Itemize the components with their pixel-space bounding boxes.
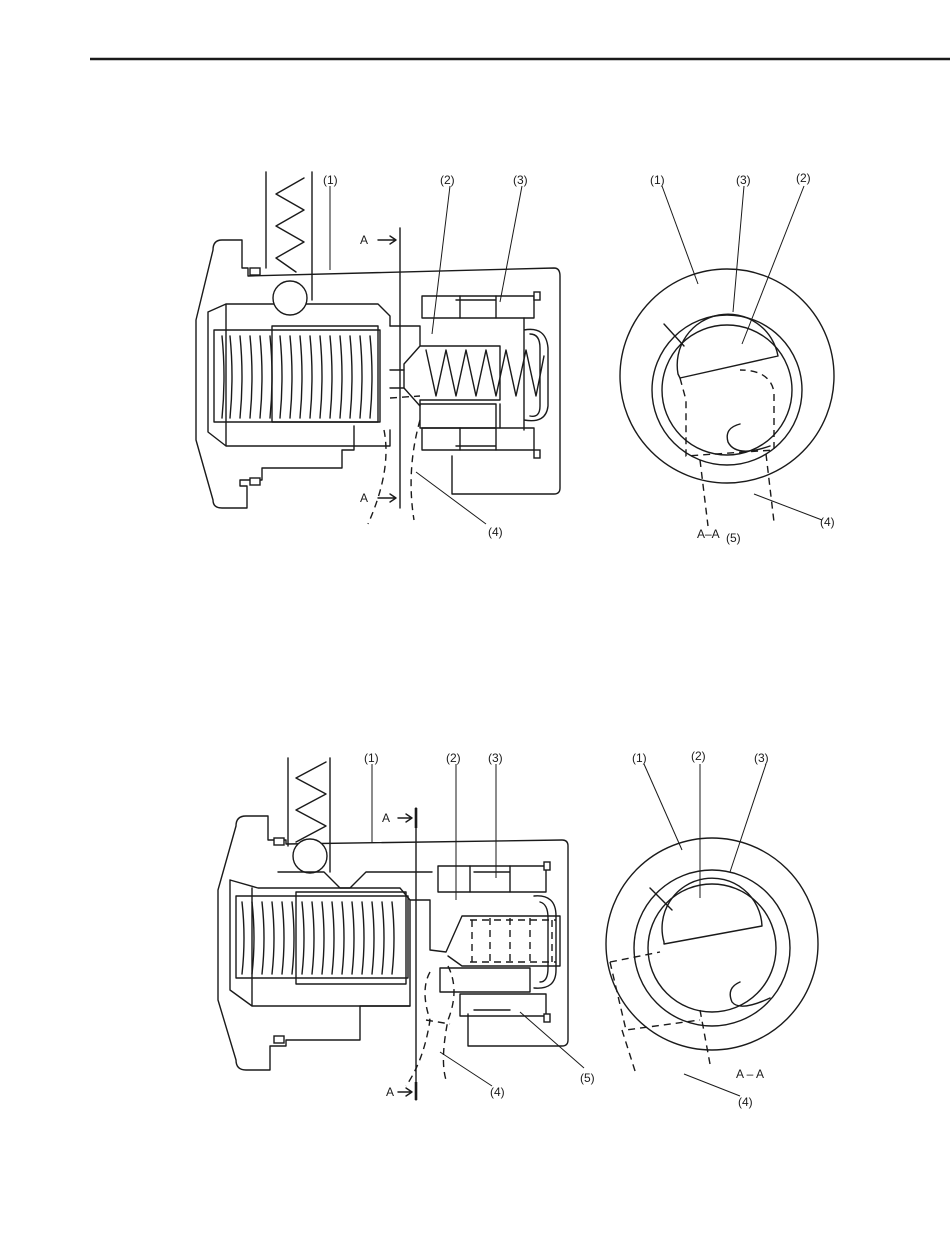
top-end-label-1: (1) — [650, 173, 665, 187]
bottom-end-caption: A – A — [736, 1067, 764, 1081]
top-oring-upper — [250, 268, 260, 275]
bottom-label-4: (4) — [490, 1085, 505, 1099]
bottom-detent-spring — [296, 762, 326, 842]
bottom-break-dash-right — [443, 966, 454, 1080]
top-label-1: (1) — [323, 173, 338, 187]
top-end-label-3: (3) — [736, 173, 751, 187]
bottom-main-spring — [242, 902, 394, 974]
bottom-end-plunger — [662, 878, 762, 944]
bottom-label-1: (1) — [364, 751, 379, 765]
top-section-view: A A (1) (2) (3) (4) — [196, 172, 560, 539]
bottom-end-cap — [534, 896, 556, 988]
bottom-end-break-left — [622, 1030, 636, 1074]
bottom-oring-upper — [274, 838, 284, 845]
bottom-end-slot-dashed — [610, 952, 700, 1030]
bottom-end-label-3: (3) — [754, 751, 769, 765]
bottom-end-label-1: (1) — [632, 751, 647, 765]
bottom-label-5: (5) — [580, 1071, 595, 1085]
top-main-spring — [222, 336, 372, 418]
top-end-middle-ring — [652, 315, 802, 465]
top-end-cap — [524, 318, 548, 430]
top-end-caption: A–A — [697, 527, 720, 541]
bottom-break-dash-left — [406, 972, 450, 1086]
top-end-label-5: (5) — [726, 531, 741, 545]
bottom-plunger — [410, 900, 560, 966]
top-end-break-left — [700, 460, 708, 526]
bottom-sleeve-upper — [438, 866, 546, 892]
top-detent-spring — [276, 178, 304, 272]
bottom-oring-lower — [274, 1036, 284, 1043]
bottom-sleeve-lower — [460, 994, 546, 1016]
top-label-4: (4) — [488, 525, 503, 539]
top-end-label-4: (4) — [820, 515, 835, 529]
bottom-section-view: A A (1) (2) (3) (4) (5) — [218, 751, 595, 1100]
top-break-dash-left — [368, 430, 386, 524]
top-oring-lower — [250, 478, 260, 485]
top-plunger — [390, 326, 500, 406]
bottom-end-middle-ring — [634, 870, 790, 1026]
top-end-outer-ring — [620, 269, 834, 483]
bottom-end-view: (1) (2) (3) A – A (4) — [606, 749, 818, 1109]
bottom-end-break-right — [700, 1010, 710, 1064]
bottom-section-marker-top: A — [382, 811, 390, 825]
bottom-detent-ball — [293, 839, 327, 873]
bottom-end-label-2: (2) — [691, 749, 706, 763]
bottom-label-3: (3) — [488, 751, 503, 765]
top-end-label-2: (2) — [796, 171, 811, 185]
bottom-section-marker-bottom: A — [386, 1085, 394, 1099]
bottom-end-label-4: (4) — [738, 1095, 753, 1109]
top-label-3: (3) — [513, 173, 528, 187]
top-end-view: (1) (3) (2) (4) A–A (5) — [620, 171, 835, 545]
bottom-housing-inner — [230, 880, 410, 1006]
top-plunger-spring — [426, 350, 544, 396]
top-detent-ball — [273, 281, 307, 315]
top-section-marker-top: A — [360, 233, 368, 247]
top-end-slot-dashed — [680, 370, 774, 456]
top-label-2: (2) — [440, 173, 455, 187]
top-section-marker-bottom: A — [360, 491, 368, 505]
bottom-label-2: (2) — [446, 751, 461, 765]
top-end-break-right — [766, 454, 774, 522]
top-break-dash-right — [390, 396, 420, 520]
bottom-plunger-spring-dashed — [470, 918, 556, 964]
bottom-housing-outline — [218, 816, 568, 1070]
